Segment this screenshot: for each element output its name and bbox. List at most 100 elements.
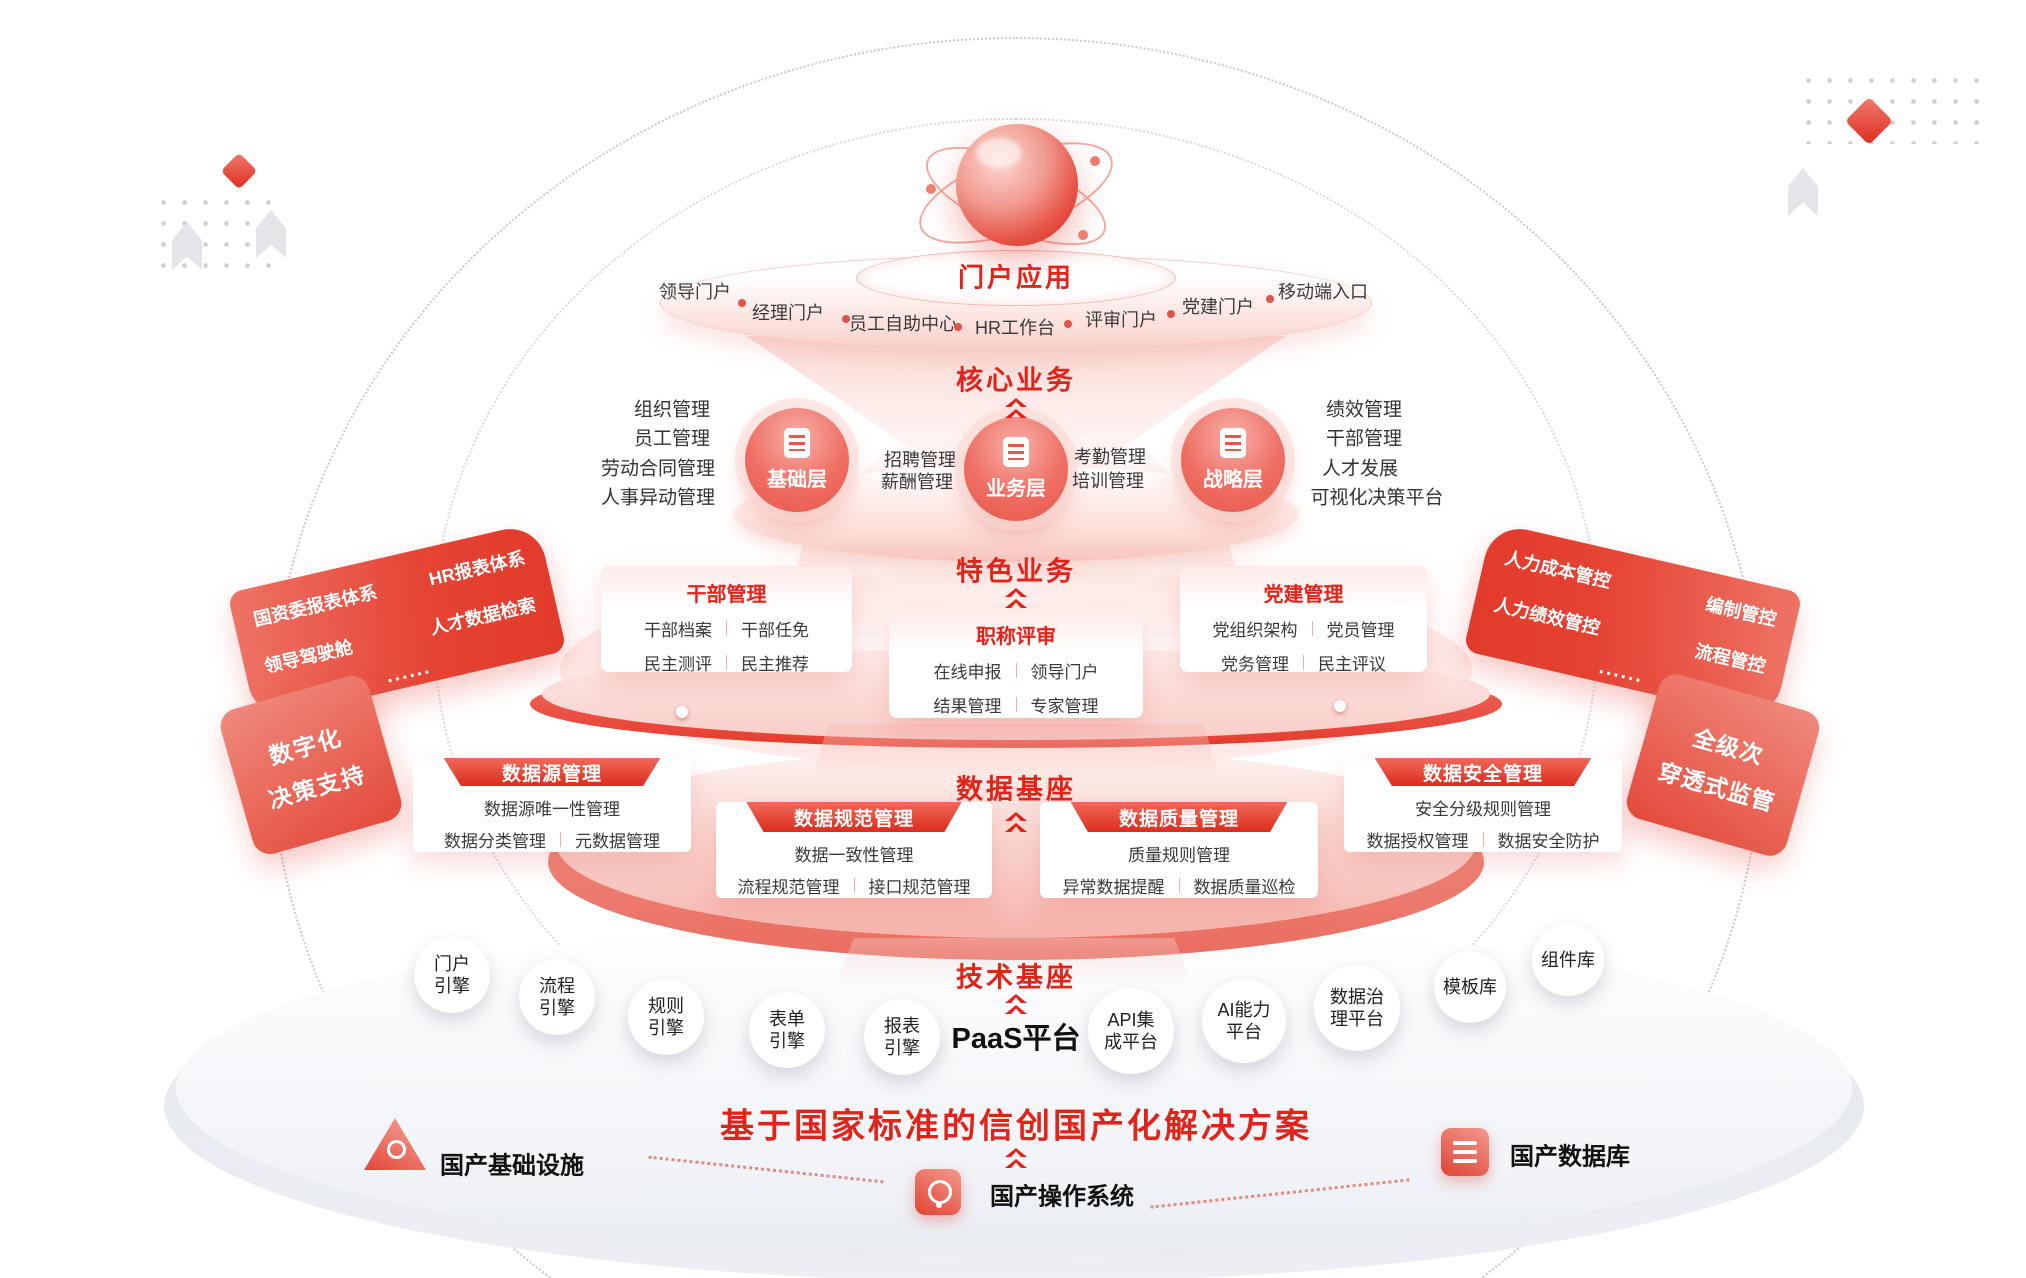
- core-left-item: 劳动合同管理: [600, 458, 716, 480]
- card-banner: 数据源管理: [443, 758, 661, 786]
- layer-label: 基础层: [767, 469, 827, 491]
- infrastructure-icon: [364, 1118, 426, 1170]
- core-right-item: 干部管理: [1325, 428, 1403, 450]
- portal-item-party: 党建门户: [1182, 297, 1254, 317]
- divider: [726, 655, 727, 670]
- divider: [1482, 832, 1484, 847]
- portal-item-self-service: 员工自助中心: [849, 314, 957, 334]
- globe-satellite-1: [926, 184, 936, 194]
- layer-label: 战略层: [1203, 469, 1263, 491]
- card-title: 职称评审: [976, 626, 1056, 648]
- ribbon-item: 人力绩效管控: [1492, 594, 1602, 639]
- divider: [1303, 655, 1304, 670]
- globe-satellite-2: [1090, 156, 1100, 166]
- card-item: 民主推荐: [741, 655, 809, 674]
- engine-label: 模板库: [1443, 976, 1497, 997]
- domestic-database-label: 国产数据库: [1510, 1143, 1630, 1171]
- divider: [853, 878, 855, 893]
- card-item: 结果管理: [933, 697, 1002, 716]
- card-item: 民主测评: [644, 655, 712, 674]
- up-arrows-special: [1005, 588, 1027, 608]
- up-arrows-core: [1005, 398, 1027, 418]
- card-item: 数据一致性管理: [794, 846, 914, 865]
- data-security-card: 数据安全管理 安全分级规则管理 数据授权管理数据安全防护: [1344, 758, 1622, 852]
- divider: [560, 832, 561, 847]
- os-icon: [915, 1169, 961, 1215]
- template-library-circle: 模板库: [1434, 951, 1506, 1023]
- layer-circle-foundation: 基础层: [745, 408, 849, 512]
- engine-label: 组件库: [1541, 949, 1595, 970]
- diamond-decoration-left: [220, 152, 258, 190]
- portal-path-dot: [842, 315, 850, 323]
- card-item: 接口规范管理: [868, 878, 971, 897]
- portal-item-hr-workbench: HR工作台: [975, 318, 1055, 338]
- globe-icon: [906, 112, 1126, 272]
- ribbon-item: 领导驾驶舱: [262, 636, 355, 677]
- ribbon-item: 人力成本管控: [1502, 547, 1613, 592]
- engine-label: 流程引擎: [539, 975, 575, 1019]
- portal-item-manager: 经理门户: [752, 303, 824, 323]
- portal-item-leader: 领导门户: [659, 282, 731, 302]
- card-item: 干部档案: [644, 621, 712, 640]
- dot-grid-top-right: [1798, 70, 1990, 144]
- core-mid-item: 培训管理: [1072, 471, 1144, 491]
- portal-path-dot: [738, 299, 746, 307]
- divider: [1015, 663, 1017, 678]
- database-icon: [1441, 1128, 1489, 1176]
- card-item: 安全分级规则管理: [1415, 800, 1551, 819]
- special-business-title: 特色业务: [956, 556, 1076, 587]
- portal-path-dot: [954, 323, 962, 331]
- core-right-item: 可视化决策平台: [1310, 487, 1444, 509]
- portal-item-mobile: 移动端入口: [1278, 282, 1368, 302]
- core-left-item: 组织管理: [633, 399, 711, 421]
- report-engine-circle: 报表引擎: [864, 999, 940, 1075]
- domestic-os-label: 国产操作系统: [990, 1183, 1134, 1211]
- core-mid-item: 薪酬管理: [881, 472, 953, 492]
- ribbon-item: 流程管控: [1692, 640, 1768, 677]
- core-left-item: 员工管理: [633, 428, 711, 450]
- rim-dot-right: [1334, 700, 1346, 712]
- ai-platform-circle: AI能力平台: [1202, 979, 1286, 1063]
- rule-engine-circle: 规则引擎: [628, 979, 704, 1055]
- divider: [726, 621, 727, 636]
- card-item: 党务管理: [1221, 655, 1289, 674]
- document-icon: [784, 428, 810, 458]
- portal-title-ring: [856, 250, 1176, 306]
- globe-sphere: [956, 124, 1078, 246]
- engine-label: 数据治理平台: [1330, 986, 1384, 1030]
- data-governance-circle: 数据治理平台: [1314, 965, 1400, 1051]
- funnel-special-to-data: [812, 724, 1220, 780]
- tech-base-title: 技术基座: [956, 962, 1076, 993]
- up-arrows-footer: [1005, 1148, 1027, 1168]
- core-mid-item: 招聘管理: [884, 450, 956, 470]
- card-banner: 数据规范管理: [746, 802, 962, 832]
- globe-satellite-3: [1078, 230, 1088, 240]
- card-item: 数据分类管理: [444, 832, 546, 851]
- engine-label: 报表引擎: [884, 1015, 920, 1059]
- card-item: 干部任免: [741, 621, 809, 640]
- engine-label: 规则引擎: [648, 995, 684, 1039]
- core-mid-item: 考勤管理: [1074, 447, 1146, 467]
- card-title: 干部管理: [686, 584, 767, 606]
- rim-dot-left: [676, 706, 688, 718]
- card-item: 党组织架构: [1212, 621, 1298, 640]
- cadre-management-card: 干部管理 干部档案 干部任免 民主测评 民主推荐: [601, 566, 852, 674]
- card-item: 数据源唯一性管理: [484, 800, 620, 819]
- card-item: 民主评议: [1318, 655, 1386, 674]
- core-right-item: 绩效管理: [1325, 399, 1403, 421]
- portal-path-dot: [1266, 295, 1274, 303]
- portal-item-review: 评审门户: [1085, 310, 1157, 330]
- card-item: 元数据管理: [575, 832, 660, 851]
- portal-path-dot: [1167, 310, 1175, 318]
- ribbon-item: 国资委报表体系: [251, 582, 379, 630]
- up-arrows-tech: [1005, 994, 1027, 1014]
- arrow-decoration-right: [1788, 168, 1818, 216]
- component-library-circle: 组件库: [1532, 924, 1604, 996]
- form-engine-circle: 表单引擎: [749, 992, 825, 1068]
- data-source-card: 数据源管理 数据源唯一性管理 数据分类管理 元数据管理: [413, 758, 691, 852]
- solution-title: 基于国家标准的信创国产化解决方案: [720, 1107, 1312, 1146]
- api-platform-circle: API集成平台: [1088, 988, 1174, 1074]
- card-item: 在线申报: [933, 663, 1002, 682]
- ribbon-item: 编制管控: [1703, 594, 1779, 630]
